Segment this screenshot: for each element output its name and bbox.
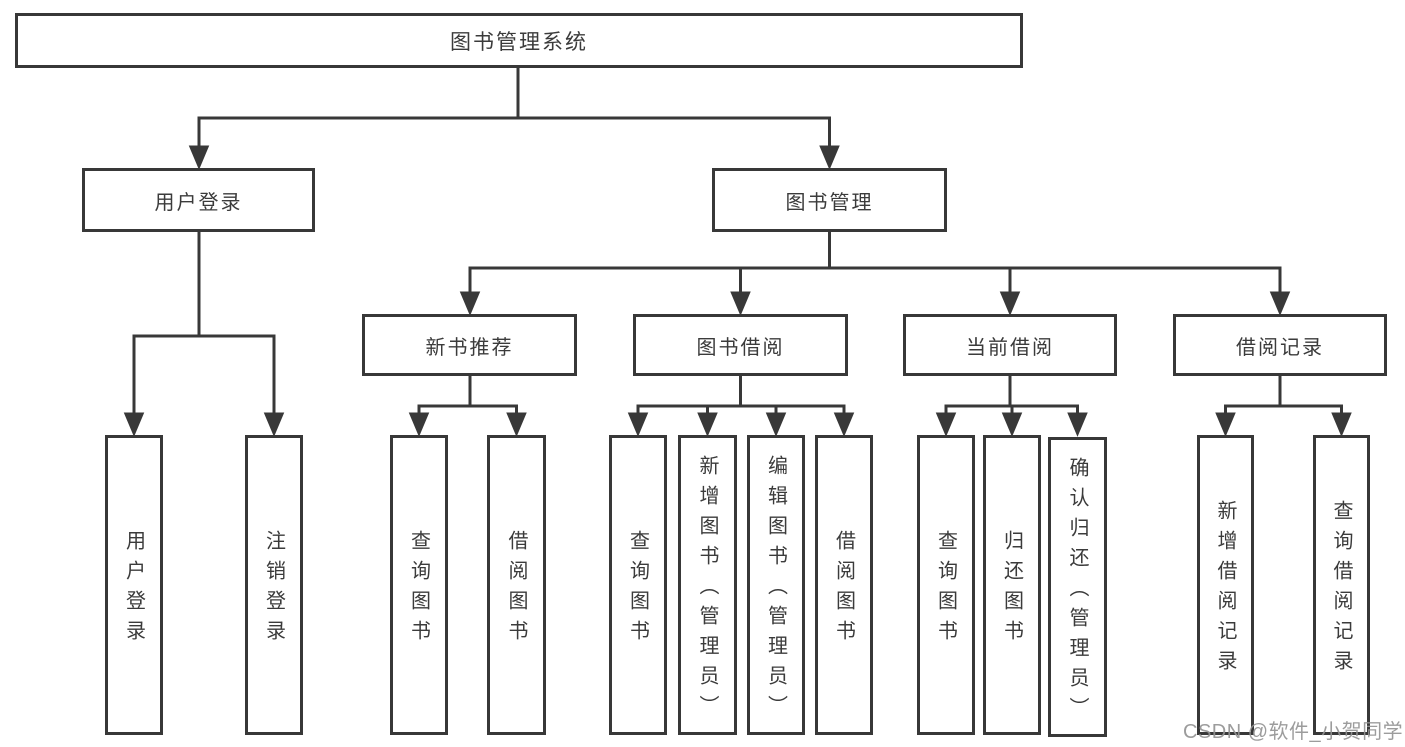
leaf-borrow-books-recommend: 借阅图书 [487, 435, 546, 735]
node-label: 新书推荐 [425, 336, 514, 359]
leaf-query-books-recommend: 查询图书 [390, 435, 448, 735]
node-label: 新增图书（管理员） [696, 455, 718, 725]
leaf-return-book: 归还图书 [983, 435, 1041, 735]
node-label: 图书借阅 [696, 336, 785, 359]
node-new-book-recommend: 新书推荐 [362, 314, 577, 376]
node-borrowing-records: 借阅记录 [1173, 314, 1387, 376]
csdn-watermark: CSDN @软件_小贺同学 [1183, 721, 1404, 743]
node-label: 注销登录 [262, 530, 285, 650]
node-label: 借阅图书 [505, 530, 527, 650]
node-label: 归还图书 [1000, 530, 1023, 650]
leaf-query-books-borrowing: 查询图书 [609, 435, 667, 735]
node-label: 当前借阅 [966, 336, 1054, 359]
node-user-login: 用户登录 [82, 168, 315, 232]
leaf-logout: 注销登录 [245, 435, 303, 735]
leaf-borrow-books-borrowing: 借阅图书 [815, 435, 873, 735]
node-label: 新增借阅记录 [1214, 500, 1236, 680]
leaf-query-books-current: 查询图书 [917, 435, 975, 735]
leaf-query-borrow-record: 查询借阅记录 [1313, 435, 1370, 735]
node-label: 编辑图书（管理员） [764, 455, 787, 725]
node-library-management-system: 图书管理系统 [15, 13, 1023, 68]
node-label: 图书管理系统 [450, 30, 588, 54]
node-label: 借阅图书 [832, 530, 855, 650]
leaf-edit-book-admin: 编辑图书（管理员） [747, 435, 805, 735]
node-label: 查询图书 [626, 530, 649, 650]
node-current-borrowing: 当前借阅 [903, 314, 1117, 376]
node-label: 查询图书 [407, 530, 430, 650]
node-label: 用户登录 [122, 530, 145, 650]
node-label: 确认归还（管理员） [1066, 457, 1088, 727]
leaf-add-borrow-record: 新增借阅记录 [1197, 435, 1254, 735]
node-book-management: 图书管理 [712, 168, 947, 232]
node-label: 查询图书 [934, 530, 957, 650]
leaf-add-book-admin: 新增图书（管理员） [678, 435, 737, 735]
node-book-borrowing: 图书借阅 [633, 314, 848, 376]
leaf-confirm-return-admin: 确认归还（管理员） [1048, 437, 1107, 737]
node-label: 借阅记录 [1236, 336, 1324, 359]
leaf-user-login: 用户登录 [105, 435, 163, 735]
node-label: 用户登录 [154, 191, 243, 214]
node-label: 图书管理 [785, 191, 874, 214]
node-label: 查询借阅记录 [1330, 500, 1352, 680]
